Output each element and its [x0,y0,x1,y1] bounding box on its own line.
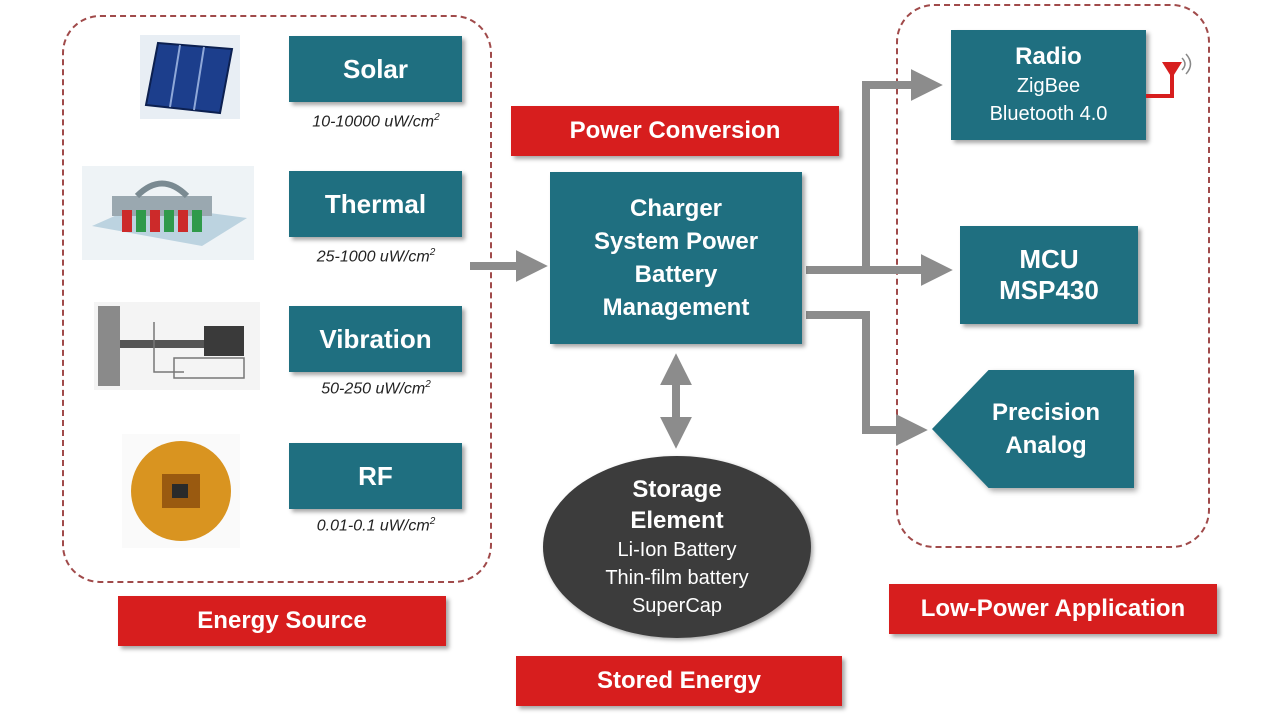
storage-item-li-ion: Li-Ion Battery [617,539,737,561]
mcu-line-1: MCU [1019,244,1079,274]
energy-source-group [62,15,492,583]
low-power-application-group [896,4,1210,548]
solar-box: Solar [289,36,462,102]
solar-label: Solar [342,53,409,84]
vibration-label: Vibration [319,323,432,354]
rf-box: RF [289,443,462,509]
radio-bluetooth: Bluetooth 4.0 [989,103,1108,125]
thermoelectric-image [82,166,254,260]
power-conversion-label: Power Conversion [511,106,839,156]
mcu-box: MCU MSP430 [960,226,1138,324]
charger-line-4: Management [602,294,750,321]
stored-energy-label: Stored Energy [516,656,842,706]
storage-title-2: Element [630,507,724,534]
mcu-line-2: MSP430 [999,275,1099,305]
charger-line-3: Battery [634,261,718,288]
storage-title-1: Storage [632,476,722,503]
storage-item-supercap: SuperCap [631,595,723,617]
rf-density: 0.01-0.1 uW/cm2 [316,516,436,535]
analog-line-2: Analog [1005,432,1087,459]
radio-zigbee: ZigBee [1016,75,1081,97]
storage-item-thin-film: Thin-film battery [605,567,749,589]
radio-box: Radio ZigBee Bluetooth 4.0 [951,30,1146,140]
thermal-label: Thermal [324,188,427,219]
arrow-to-analog [806,311,928,446]
precision-analog-shape: Precision Analog [932,370,1134,488]
energy-source-label: Energy Source [118,596,446,646]
low-power-application-label: Low-Power Application [889,584,1217,634]
radio-title: Radio [1015,43,1082,70]
charger-line-2: System Power [593,228,759,255]
rf-label: RF [358,460,393,491]
vibration-density: 50-250 uW/cm2 [321,379,431,398]
thermal-density: 25-1000 uW/cm2 [316,247,436,266]
storage-element-ellipse: Storage Element Li-Ion Battery Thin-film… [543,456,811,638]
charger-management-box: Charger System Power Battery Management [550,172,802,344]
solar-density: 10-10000 uW/cm2 [312,112,440,131]
vibration-harvester-image [94,302,260,390]
thermal-box: Thermal [289,171,462,237]
rf-chip-image [122,434,240,548]
vibration-box: Vibration [289,306,462,372]
solar-cell-image [140,35,240,119]
analog-line-1: Precision [991,399,1101,426]
antenna-icon [1146,53,1192,98]
charger-line-1: Charger [629,195,723,222]
